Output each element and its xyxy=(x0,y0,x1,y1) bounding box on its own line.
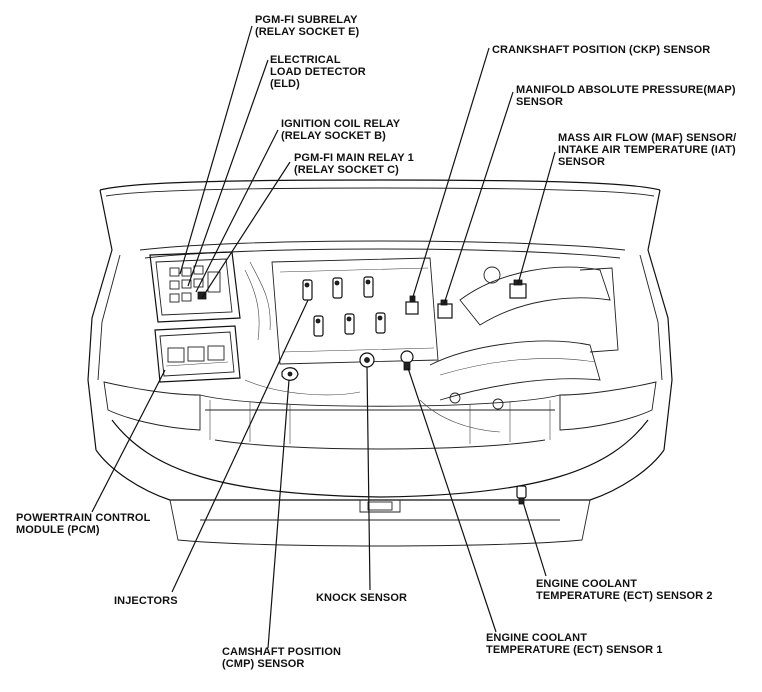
label-line: MANIFOLD ABSOLUTE PRESSURE(MAP) xyxy=(516,84,736,96)
label-ckp-sensor: CRANKSHAFT POSITION (CKP) SENSOR xyxy=(492,44,710,56)
leader-ect-sensor-2 xyxy=(522,501,547,577)
label-line: KNOCK SENSOR xyxy=(316,592,408,604)
leader-ignition-coil-relay xyxy=(195,129,279,293)
label-line: MODULE (PCM) xyxy=(16,524,100,536)
label-line: (RELAY SOCKET E) xyxy=(255,26,360,38)
leader-map-sensor xyxy=(443,91,514,305)
vehicle-body-outline xyxy=(87,179,673,547)
label-ect-sensor-1: ENGINE COOLANT TEMPERATURE (ECT) SENSOR … xyxy=(486,632,663,656)
label-maf-iat-sensor: MASS AIR FLOW (MAF) SENSOR/ INTAKE AIR T… xyxy=(558,132,736,168)
label-line: IGNITION COIL RELAY xyxy=(281,118,401,130)
leader-lines xyxy=(91,25,556,649)
ect-sensor-2-part xyxy=(516,485,527,505)
relay-box xyxy=(149,251,241,323)
under-hood-components xyxy=(149,251,619,505)
label-ect-sensor-2: ENGINE COOLANT TEMPERATURE (ECT) SENSOR … xyxy=(536,578,713,602)
label-line: INJECTORS xyxy=(114,595,178,607)
label-line: MASS AIR FLOW (MAF) SENSOR/ xyxy=(558,132,737,144)
label-map-sensor: MANIFOLD ABSOLUTE PRESSURE(MAP) SENSOR xyxy=(516,84,736,108)
label-line: PGM-FI MAIN RELAY 1 xyxy=(294,152,414,164)
label-line: (RELAY SOCKET C) xyxy=(294,164,399,176)
label-pgm-fi-main-relay: PGM-FI MAIN RELAY 1 (RELAY SOCKET C) xyxy=(294,152,414,176)
injector-row-upper xyxy=(302,276,374,301)
label-cmp-sensor: CAMSHAFT POSITION (CMP) SENSOR xyxy=(222,646,341,670)
engine xyxy=(271,257,453,381)
label-line: CRANKSHAFT POSITION (CKP) SENSOR xyxy=(492,44,711,56)
leader-cmp-sensor xyxy=(267,379,290,649)
label-line: SENSOR xyxy=(516,96,564,108)
leader-maf-iat-sensor xyxy=(517,151,556,285)
pcm-unit xyxy=(154,325,241,383)
label-line: POWERTRAIN CONTROL xyxy=(16,512,151,524)
leader-pgm-fi-main-relay xyxy=(201,161,291,299)
label-line: ENGINE COOLANT xyxy=(486,632,588,644)
label-line: CAMSHAFT POSITION xyxy=(222,646,342,658)
leader-ckp-sensor xyxy=(411,47,490,301)
label-line: ENGINE COOLANT xyxy=(536,578,638,590)
label-pcm: POWERTRAIN CONTROL MODULE (PCM) xyxy=(16,512,150,536)
leader-pgm-fi-subrelay xyxy=(179,25,253,275)
label-ignition-coil-relay: IGNITION COIL RELAY (RELAY SOCKET B) xyxy=(281,118,400,142)
label-knock-sensor: KNOCK SENSOR xyxy=(316,592,407,604)
label-line: INTAKE AIR TEMPERATURE (IAT) xyxy=(558,144,736,156)
label-line: SENSOR xyxy=(558,156,606,168)
leader-pcm xyxy=(91,369,166,513)
air-intake-duct xyxy=(429,266,619,410)
label-line: (ELD) xyxy=(270,78,300,90)
injector-row-lower xyxy=(313,312,386,337)
leader-injectors xyxy=(171,299,309,593)
label-line: TEMPERATURE (ECT) SENSOR 2 xyxy=(536,590,713,602)
label-line: (CMP) SENSOR xyxy=(222,658,305,670)
leader-eld xyxy=(187,59,269,287)
label-injectors: INJECTORS xyxy=(114,595,178,607)
label-pgm-fi-subrelay: PGM-FI SUBRELAY (RELAY SOCKET E) xyxy=(255,14,359,38)
label-line: ELECTRICAL xyxy=(270,54,341,66)
leader-knock-sensor xyxy=(366,366,371,591)
label-line: TEMPERATURE (ECT) SENSOR 1 xyxy=(486,644,663,656)
label-line: (RELAY SOCKET B) xyxy=(281,130,386,142)
leader-ect-sensor-1 xyxy=(407,367,497,633)
label-line: PGM-FI SUBRELAY xyxy=(255,14,358,26)
label-eld: ELECTRICAL LOAD DETECTOR (ELD) xyxy=(270,54,366,90)
label-line: LOAD DETECTOR xyxy=(270,66,366,78)
